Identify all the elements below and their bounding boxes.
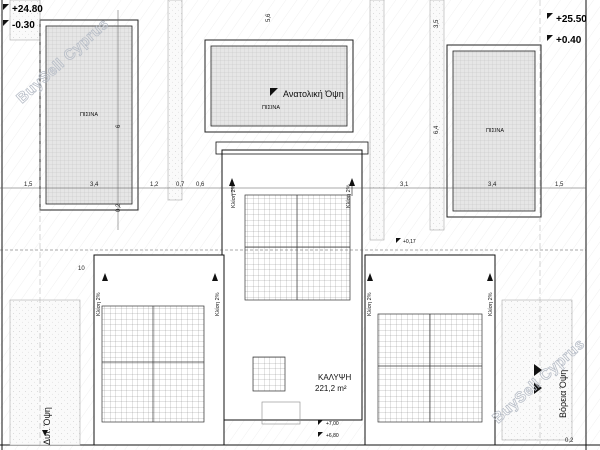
level-label-bottom-1: +7,00 <box>326 421 339 427</box>
slope-label: Κλίση 2% <box>231 184 237 208</box>
dimension-label: 10 <box>78 266 85 272</box>
dimension-label: 1,5 <box>555 182 564 188</box>
view-label-east: Ανατολική Όψη <box>283 89 344 99</box>
pool-left <box>39 19 139 211</box>
pool-center <box>204 39 354 133</box>
dimension-label: 3,1 <box>400 182 409 188</box>
dimension-label: 3,5 <box>434 19 440 28</box>
solar-panels <box>101 194 483 423</box>
coverage-title: ΚΑΛΥΨΗ <box>318 373 351 382</box>
dimension-label: 1,2 <box>150 182 159 188</box>
level-label-top-left: +24.80 <box>12 4 43 15</box>
slope-label: Κλίση 2% <box>215 292 221 316</box>
solar-panel-array <box>244 194 351 301</box>
view-markers <box>42 88 542 436</box>
paving-strips <box>9 0 573 446</box>
coverage-value: 221,2 m² <box>315 384 347 393</box>
level-markers <box>3 4 553 437</box>
level-label-mid: +0,17 <box>403 239 416 245</box>
dimension-label: 6 <box>116 124 122 128</box>
dimension-label: 0,2 <box>565 438 574 444</box>
pool-label-center: ΠΙΣΙΝΑ <box>262 105 280 111</box>
slope-label: Κλίση 2% <box>346 184 352 208</box>
dimension-label: 1,5 <box>24 182 33 188</box>
dimension-label: 5,6 <box>266 13 272 22</box>
slope-label: Κλίση 2% <box>96 292 102 316</box>
dimension-label: 3,4 <box>488 182 497 188</box>
pool-right <box>446 44 542 218</box>
slope-label: Κλίση 2% <box>367 292 373 316</box>
pool-label-left: ΠΙΣΙΝΑ <box>80 112 98 118</box>
dimension-label: 0,7 <box>176 182 185 188</box>
level-label-top-right-2: +0.40 <box>556 35 582 46</box>
slope-arrows <box>102 178 493 281</box>
level-label-top-left-2: -0.30 <box>12 20 35 31</box>
dimension-label: 0,2 <box>116 203 122 212</box>
level-label-top-right: +25.50 <box>556 14 587 25</box>
view-label-west: Δυτ. Όψη <box>42 407 52 445</box>
dimension-label: 3,4 <box>90 182 99 188</box>
level-label-bottom-2: +6,80 <box>326 433 339 439</box>
view-label-north: Βόρεια Όψη <box>558 370 568 418</box>
slope-label: Κλίση 2% <box>488 292 494 316</box>
pool-label-right: ΠΙΣΙΝΑ <box>486 128 504 134</box>
roof-opening <box>261 401 301 425</box>
solar-panel-small <box>252 356 286 392</box>
dimension-label: 0,6 <box>196 182 205 188</box>
dimension-label: 6,4 <box>434 125 440 134</box>
